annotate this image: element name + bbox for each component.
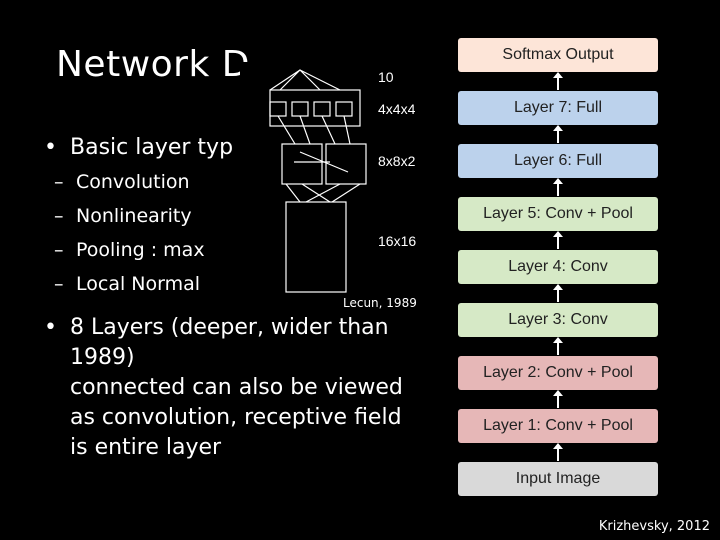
- dash: –: [54, 205, 64, 227]
- layer-6-full: Layer 6: Full: [458, 144, 658, 178]
- layer-3-conv: Layer 3: Conv: [458, 303, 658, 337]
- bullet-2-line: is entire layer: [70, 435, 222, 460]
- bullet-1: • Basic layer typ: [44, 134, 234, 161]
- lenet-label-10: 10: [378, 69, 394, 85]
- layer-softmax-output: Softmax Output: [458, 38, 658, 72]
- lenet-connection: [294, 151, 349, 173]
- sub-bullet-text: Nonlinearity: [76, 205, 192, 227]
- bullet-dot: •: [44, 135, 57, 160]
- lenet-unit-box: [291, 101, 309, 117]
- bullet-2-line: as convolution, receptive field: [70, 405, 402, 430]
- bullet-2-line: connected can also be viewed: [70, 375, 403, 400]
- bullet-1-text: Basic layer typ: [70, 135, 234, 160]
- bullet-2-line: 8 Layers (deeper, wider than: [70, 315, 389, 340]
- sub-bullet-4: –Local Normal: [54, 273, 201, 295]
- dash: –: [54, 273, 64, 295]
- sub-bullet-text: Pooling : max: [76, 239, 205, 261]
- up-arrow-icon: [553, 178, 563, 196]
- slide-title: Network D: [56, 44, 250, 85]
- lenet-unit-box: [269, 101, 287, 117]
- lenet-connection: [269, 69, 341, 91]
- lenet-diagram: 10 4x4x4 8x8x2 16x16: [240, 62, 436, 312]
- lenet-layer-box: [269, 89, 361, 127]
- up-arrow-icon: [553, 72, 563, 90]
- bullet-dot: •: [44, 315, 57, 340]
- sub-bullet-2: –Nonlinearity: [54, 205, 192, 227]
- lenet-unit-box: [313, 101, 331, 117]
- sub-bullet-3: –Pooling : max: [54, 239, 205, 261]
- dash: –: [54, 239, 64, 261]
- up-arrow-icon: [553, 443, 563, 461]
- lecun-caption: Lecun, 1989: [343, 296, 417, 310]
- bullet-2-line: 1989): [70, 345, 135, 370]
- lenet-feature-map: [325, 143, 367, 185]
- layer-4-conv: Layer 4: Conv: [458, 250, 658, 284]
- lenet-connection: [285, 183, 361, 203]
- krizhevsky-credit: Krizhevsky, 2012: [598, 519, 710, 534]
- sub-bullet-text: Convolution: [76, 171, 190, 193]
- bullet-2: • 8 Layers (deeper, wider than 1989) con…: [44, 313, 450, 463]
- lenet-connection: [277, 115, 351, 145]
- layer-5-conv-pool: Layer 5: Conv + Pool: [458, 197, 658, 231]
- dash: –: [54, 171, 64, 193]
- layer-input-image: Input Image: [458, 462, 658, 496]
- lenet-label-8x8x2: 8x8x2: [378, 153, 416, 169]
- lenet-label-16x16: 16x16: [378, 233, 416, 249]
- up-arrow-icon: [553, 390, 563, 408]
- sub-bullet-text: Local Normal: [76, 273, 201, 295]
- lenet-unit-box: [335, 101, 353, 117]
- layer-2-conv-pool: Layer 2: Conv + Pool: [458, 356, 658, 390]
- up-arrow-icon: [553, 284, 563, 302]
- layer-1-conv-pool: Layer 1: Conv + Pool: [458, 409, 658, 443]
- lenet-feature-map: [281, 143, 323, 185]
- lenet-label-4x4x4: 4x4x4: [378, 101, 416, 117]
- up-arrow-icon: [553, 337, 563, 355]
- up-arrow-icon: [553, 231, 563, 249]
- layer-7-full: Layer 7: Full: [458, 91, 658, 125]
- lenet-input-box: [285, 201, 347, 293]
- up-arrow-icon: [553, 125, 563, 143]
- lenet-network-svg: 10 4x4x4 8x8x2 16x16: [269, 69, 416, 293]
- sub-bullet-1: –Convolution: [54, 171, 190, 193]
